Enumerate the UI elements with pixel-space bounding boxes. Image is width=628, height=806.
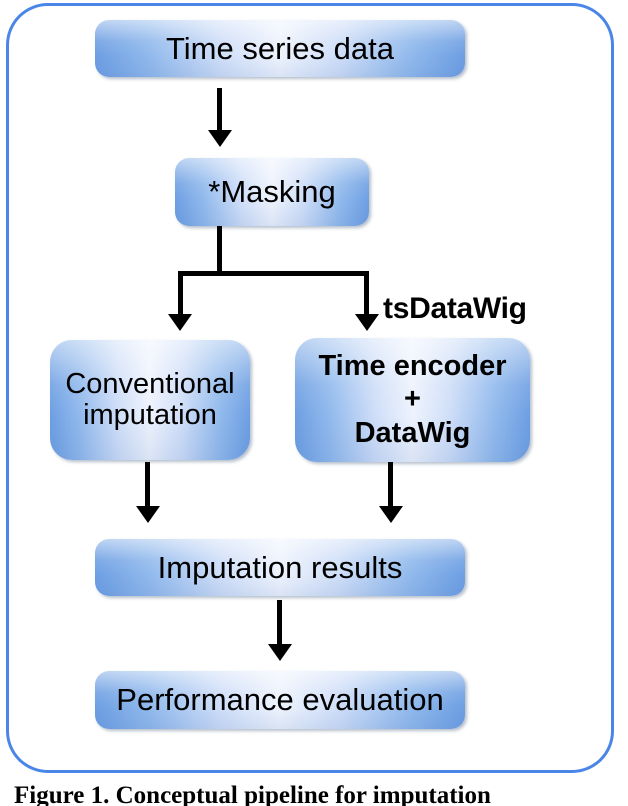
connector-data-to-masking-line [217, 88, 222, 133]
node-imputation-results[interactable]: Imputation results [95, 539, 465, 596]
node-time-series-data[interactable]: Time series data [95, 20, 465, 77]
node-masking-label: *Masking [208, 174, 336, 210]
diagram-outer-frame [6, 3, 614, 773]
node-time-encoder-datawig[interactable]: Time encoder + DataWig [295, 338, 530, 462]
arrowhead-down-icon-conventional-to-results [136, 506, 160, 523]
arrowhead-down-icon-results-to-performance [268, 644, 292, 661]
node-time-encoder-datawig-line-1: Time encoder [318, 350, 507, 383]
figure-caption: Figure 1. Conceptual pipeline for imputa… [14, 782, 491, 806]
node-conventional-imputation-line-2: imputation [83, 399, 217, 431]
connector-masking-stem [217, 226, 222, 274]
node-conventional-imputation[interactable]: Conventional imputation [50, 340, 250, 460]
node-conventional-imputation-line-1: Conventional [65, 367, 235, 400]
connector-results-to-performance-line [277, 600, 282, 648]
node-time-encoder-datawig-plus-sign: + [404, 383, 421, 416]
arrowhead-down-icon-data-to-masking [208, 130, 232, 147]
node-performance-evaluation-label: Performance evaluation [116, 682, 444, 718]
node-time-encoder-datawig-text: Time encoder + DataWig [318, 350, 506, 449]
annotation-tsdatawig-label: tsDataWig [383, 292, 527, 325]
arrowhead-down-icon-right-branch [355, 314, 379, 331]
node-imputation-results-label: Imputation results [157, 549, 403, 585]
node-time-encoder-datawig-line-3: DataWig [354, 416, 471, 449]
arrowhead-down-icon-left-branch [168, 314, 192, 331]
node-time-series-data-label: Time series data [166, 30, 394, 66]
connector-conventional-to-results-line [145, 462, 150, 510]
arrowhead-down-icon-encoder-to-results [379, 506, 403, 523]
node-masking[interactable]: *Masking [175, 158, 369, 226]
connector-right-branch-line [364, 271, 369, 319]
node-performance-evaluation[interactable]: Performance evaluation [95, 671, 465, 729]
node-conventional-imputation-text: Conventional imputation [65, 367, 235, 432]
connector-encoder-to-results-line [388, 462, 393, 510]
connector-left-branch-line [178, 271, 183, 319]
connector-split-bar [178, 271, 369, 276]
